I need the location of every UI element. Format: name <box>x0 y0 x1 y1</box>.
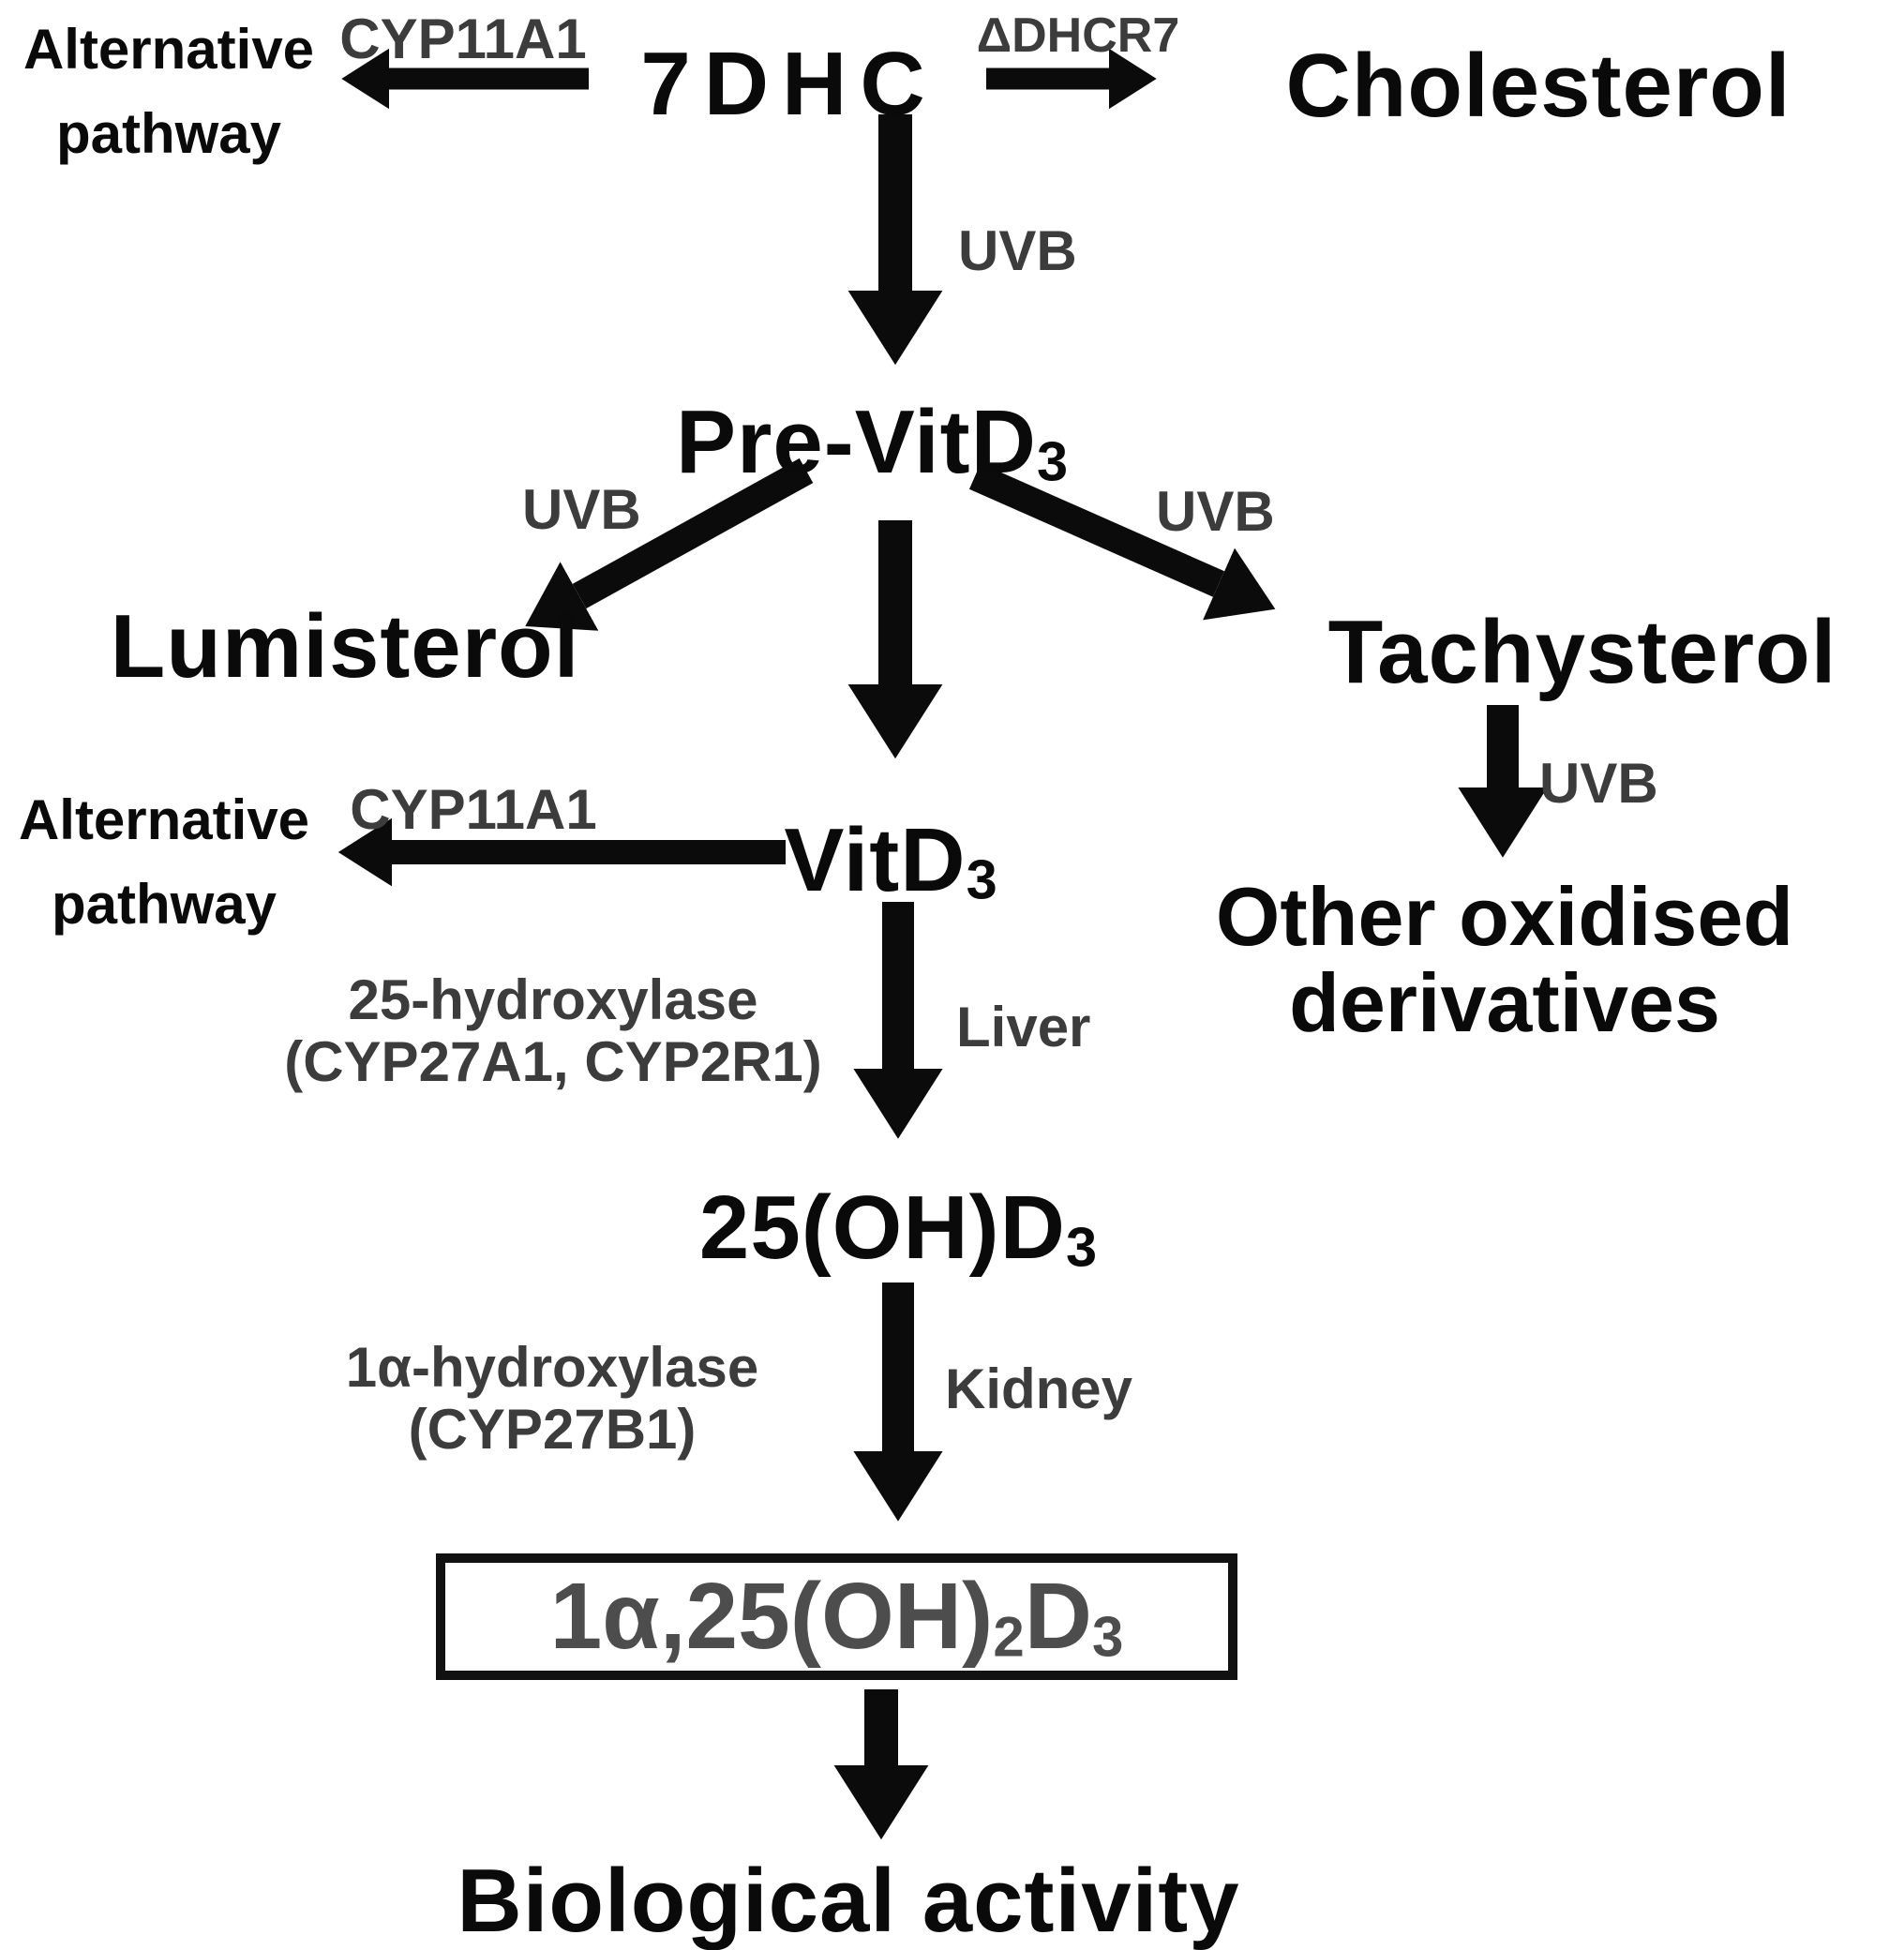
node-25ohd3: 25(OH)D3 <box>698 1178 1098 1279</box>
node-other-oxidised-derivatives: Other oxidised derivatives <box>1215 870 1794 1049</box>
label-uvb-tachysterol: UVB <box>1539 752 1658 815</box>
label-kidney: Kidney <box>945 1358 1133 1420</box>
arrow-previtd3-to-tachysterol <box>968 463 1276 621</box>
label-1a-hydroxylase: 1α-hydroxylase (CYP27B1) <box>345 1336 759 1461</box>
node-pre-vitd3: Pre-VitD3 <box>675 392 1069 493</box>
label-uvb-right: UVB <box>1156 480 1275 543</box>
label-dhcr7: ΔDHCR7 <box>976 8 1180 63</box>
node-7dhc: 7DHC <box>640 34 938 134</box>
node-alternative-pathway-top: Alternative pathway <box>22 18 315 165</box>
label-cyp11a1-top: CYP11A1 <box>339 8 587 70</box>
label-liver: Liver <box>956 996 1091 1058</box>
node-cholesterol: Cholesterol <box>1285 36 1792 136</box>
node-lumisterol: Lumisterol <box>110 596 580 697</box>
node-alternative-pathway-mid: Alternative pathway <box>18 788 310 936</box>
node-vitd3: VitD3 <box>784 810 997 911</box>
label-cyp11a1-mid: CYP11A1 <box>350 778 597 841</box>
arrow-previtd3-to-lumisterol <box>525 458 814 631</box>
label-25-hydroxylase: 25-hydroxylase (CYP27A1, CYP2R1) <box>284 968 822 1093</box>
node-biological-activity: Biological activity <box>457 1851 1240 1950</box>
node-tachysterol: Tachysterol <box>1327 602 1837 702</box>
label-uvb-top: UVB <box>958 219 1077 282</box>
node-1a25oh2d3-box: 1α,25(OH)2D3 <box>436 1553 1237 1680</box>
label-uvb-left: UVB <box>522 478 641 541</box>
